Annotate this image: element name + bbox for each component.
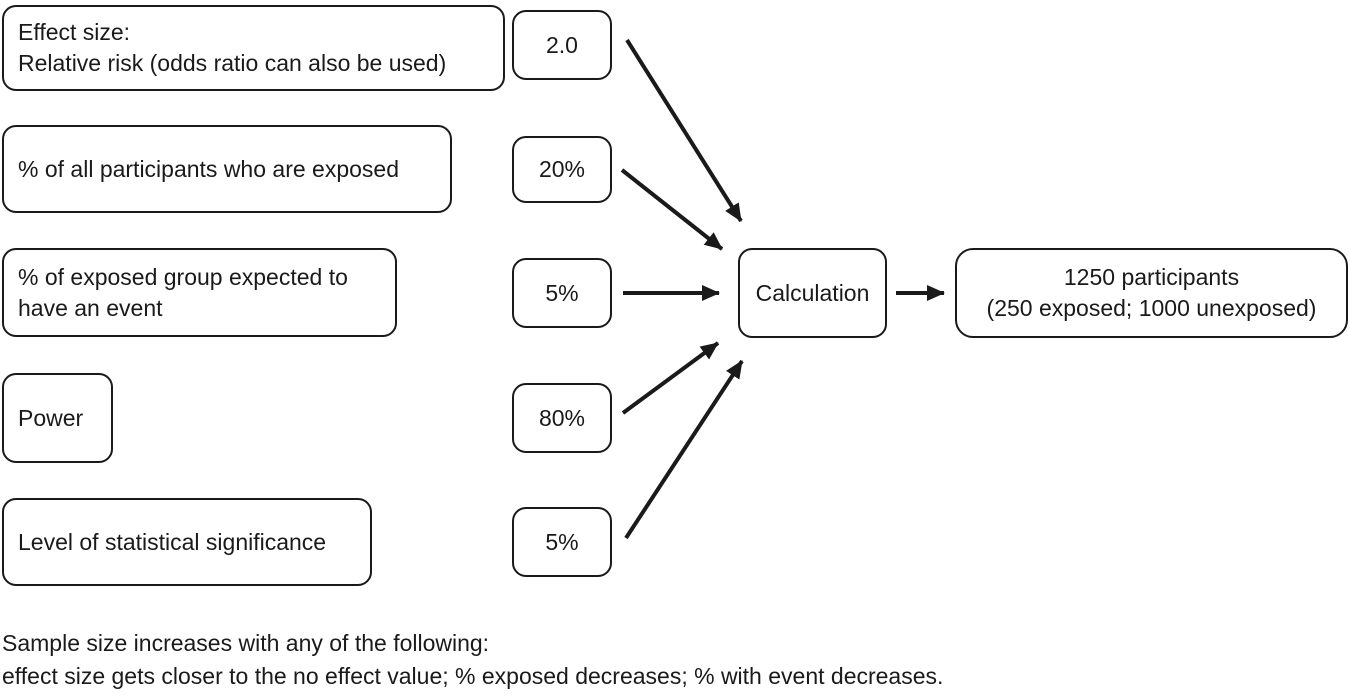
result-box: 1250 participants (250 exposed; 1000 une… — [955, 248, 1348, 338]
arrow-power-to-calculation — [621, 341, 720, 415]
input-label-effect-size: Effect size: Relative risk (odds ratio c… — [2, 5, 505, 91]
input-value-significance: 5% — [512, 507, 612, 577]
arrow-significance-to-calculation — [624, 359, 744, 540]
input-label-event-percent: % of exposed group expected to have an e… — [2, 248, 397, 337]
calculation-box: Calculation — [738, 248, 887, 338]
input-value-event-percent: 5% — [512, 258, 612, 328]
input-label-significance: Level of statistical significance — [2, 498, 372, 586]
input-value-power: 80% — [512, 383, 612, 453]
input-value-exposed-percent: 20% — [512, 136, 612, 203]
footnote: Sample size increases with any of the fo… — [2, 630, 944, 689]
input-label-exposed-percent: % of all participants who are exposed — [2, 125, 452, 213]
input-value-effect-size: 2.0 — [512, 10, 612, 80]
arrow-effect-size-to-calculation — [625, 38, 743, 223]
arrow-exposed-percent-to-calculation — [620, 168, 724, 251]
input-label-power: Power — [2, 373, 113, 463]
